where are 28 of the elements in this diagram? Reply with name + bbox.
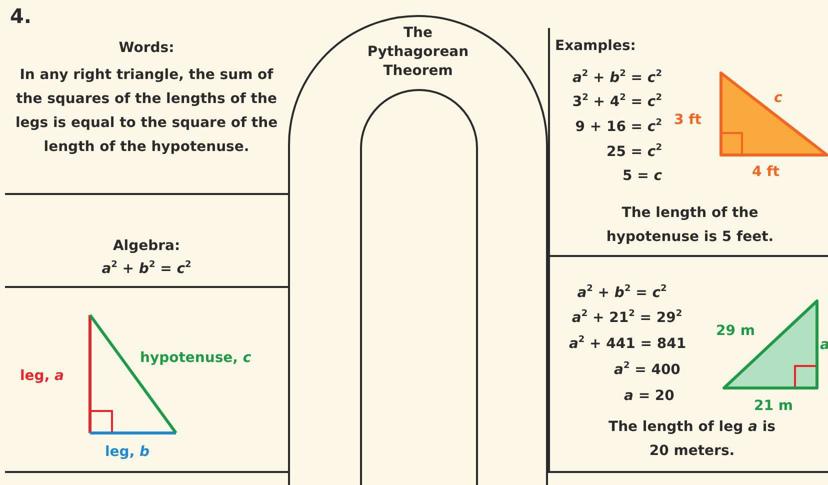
equation: a$^{2}$ + 441 = 841 — [568, 334, 688, 354]
definition-text: In any right triangle, the sum of the squares of the lengths of the legs is equal to the square of the length of the hypotenuse. — [14, 66, 279, 157]
equation: 3$^{2}$ + 4$^{2}$ = c$^{2}$ — [571, 92, 662, 112]
equation: a = 20 — [624, 387, 676, 406]
note-text: The length of leg a is 20 meters. — [608, 418, 776, 461]
example-panel — [548, 257, 828, 473]
side-label: leg, b — [105, 443, 151, 462]
formula: a$^{2}$ + b$^{2}$ = c$^{2}$ — [100, 259, 192, 279]
equation: a$^{2}$ = 400 — [614, 360, 682, 380]
panel-heading: Examples: — [555, 37, 637, 56]
side-label: 21 m — [754, 397, 794, 416]
problem-number: 4. — [10, 4, 32, 28]
side-label: 29 m — [716, 322, 756, 341]
equation: 9 + 16 = c$^{2}$ — [574, 117, 662, 137]
equation: a$^{2}$ + b$^{2}$ = c$^{2}$ — [576, 283, 668, 303]
side-label: 4 ft — [752, 163, 780, 182]
equation: a$^{2}$ + b$^{2}$ = c$^{2}$ — [571, 68, 662, 88]
note-text: The length of the hypotenuse is 5 feet. — [605, 204, 775, 247]
panel-heading: Words: — [118, 39, 176, 58]
panel-heading: Algebra: — [112, 237, 182, 256]
side-label: hypotenuse, c — [140, 349, 252, 368]
example-panel — [548, 28, 828, 257]
equation: a$^{2}$ + 21$^{2}$ = 29$^{2}$ — [570, 308, 684, 328]
side-label: c — [774, 89, 784, 108]
equation: 5 = c — [621, 167, 662, 186]
equation: 25 = c$^{2}$ — [605, 142, 662, 162]
side-label: 3 ft — [674, 111, 702, 130]
side-label: leg, a — [20, 367, 65, 386]
